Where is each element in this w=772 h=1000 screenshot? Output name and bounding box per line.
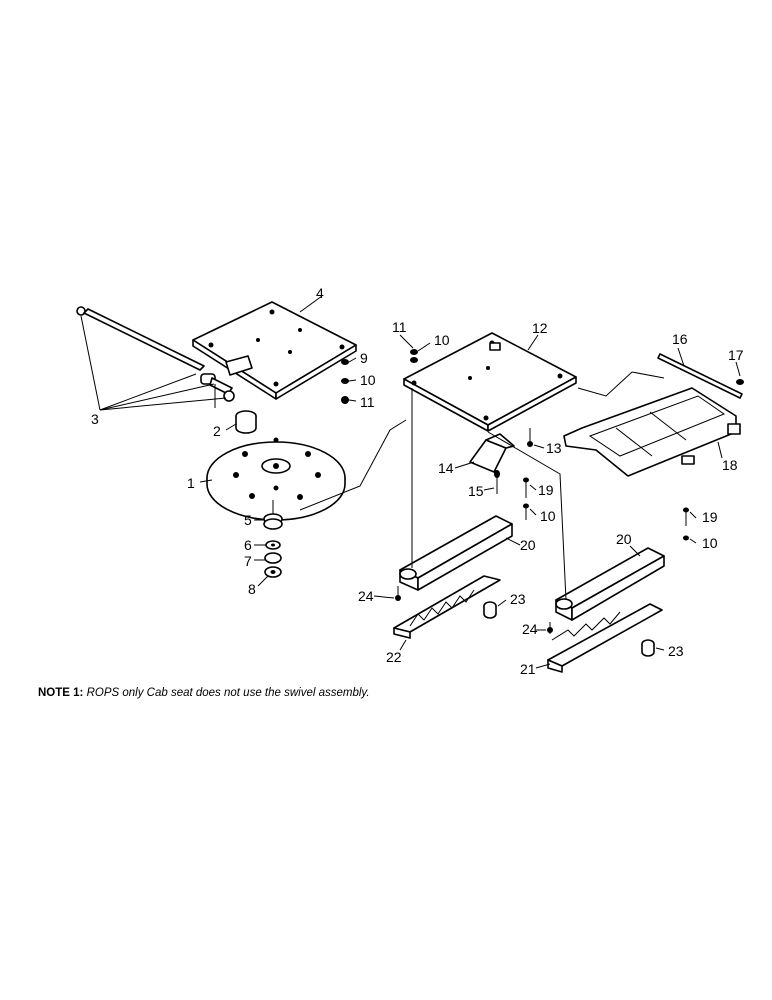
seat-mounting-plate — [403, 332, 577, 432]
callout-8: 8 — [248, 581, 256, 597]
callout-23b: 23 — [668, 643, 684, 659]
slide-rail-right — [547, 547, 665, 673]
callout-16: 16 — [672, 331, 688, 347]
callout-11a: 11 — [360, 394, 375, 410]
callout-21: 21 — [520, 661, 536, 677]
assembly-lines — [299, 371, 665, 601]
callout-9: 9 — [360, 350, 368, 366]
callout-2: 2 — [213, 423, 221, 439]
callout-7: 7 — [244, 553, 252, 569]
callout-5: 5 — [244, 512, 252, 528]
callout-20a: 20 — [520, 537, 536, 553]
callout-1: 1 — [187, 475, 195, 491]
swivel-base-disc — [206, 437, 346, 521]
note-prefix: NOTE 1: — [38, 687, 84, 699]
callout-22: 22 — [386, 649, 402, 665]
latch-bracket — [469, 428, 533, 494]
slide-rail-left — [393, 515, 513, 639]
callout-10a: 10 — [360, 372, 376, 388]
callout-14: 14 — [438, 460, 454, 476]
callout-17: 17 — [728, 347, 744, 363]
swivel-top-plate — [192, 301, 357, 400]
callout-10c: 10 — [540, 508, 556, 524]
callout-19b: 19 — [702, 509, 718, 525]
callout-23a: 23 — [510, 591, 526, 607]
callouts: 1 2 3 4 5 6 7 8 9 10 11 11 10 12 13 14 1… — [91, 285, 744, 677]
seat-frame — [563, 353, 744, 477]
rail-bolts — [523, 477, 689, 541]
swivel-hardware-stack — [263, 500, 283, 578]
plate12-hardware — [410, 349, 418, 363]
swivel-bushing — [235, 410, 257, 434]
release-lever — [76, 306, 235, 408]
note-body: ROPS only Cab seat does not use the swiv… — [83, 687, 370, 699]
callout-12: 12 — [532, 320, 548, 336]
callout-10d: 10 — [702, 535, 718, 551]
callout-24a: 24 — [358, 588, 374, 604]
callout-18: 18 — [722, 457, 738, 473]
leader-lines — [80, 295, 741, 669]
callout-20b: 20 — [616, 531, 632, 547]
callout-11b: 11 — [392, 319, 407, 335]
callout-4: 4 — [316, 285, 324, 301]
plate-hardware — [341, 359, 349, 404]
callout-13: 13 — [546, 440, 562, 456]
callout-10b: 10 — [434, 332, 450, 348]
callout-19a: 19 — [538, 482, 554, 498]
note-text: NOTE 1: ROPS only Cab seat does not use … — [38, 684, 398, 703]
callout-6: 6 — [244, 537, 252, 553]
callout-24b: 24 — [522, 621, 538, 637]
callout-3: 3 — [91, 411, 99, 427]
callout-15: 15 — [468, 483, 484, 499]
